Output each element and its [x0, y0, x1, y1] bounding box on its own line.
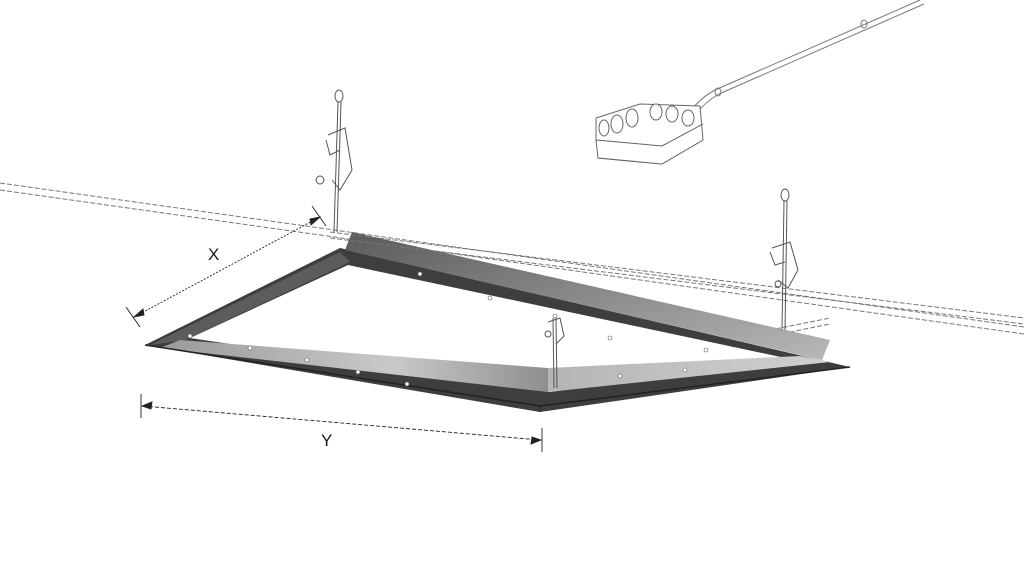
rectangular-frame — [144, 232, 851, 412]
frame-wall-right — [548, 356, 830, 392]
junction-box — [595, 103, 704, 165]
frame-wall-front — [160, 340, 548, 392]
power-cable — [689, 0, 925, 115]
ceiling-rail-front — [329, 231, 1024, 325]
suspension-hanger-left — [315, 89, 353, 233]
frame-wall-left — [150, 252, 350, 345]
frame-wall-back — [345, 232, 830, 360]
dimension-y — [140, 394, 543, 452]
dimension-y-label: Y — [321, 431, 333, 450]
dimension-x-label: X — [208, 245, 220, 264]
dimension-x — [125, 205, 327, 328]
suspension-hanger-center — [544, 317, 565, 389]
suspension-hanger-right — [769, 188, 799, 331]
